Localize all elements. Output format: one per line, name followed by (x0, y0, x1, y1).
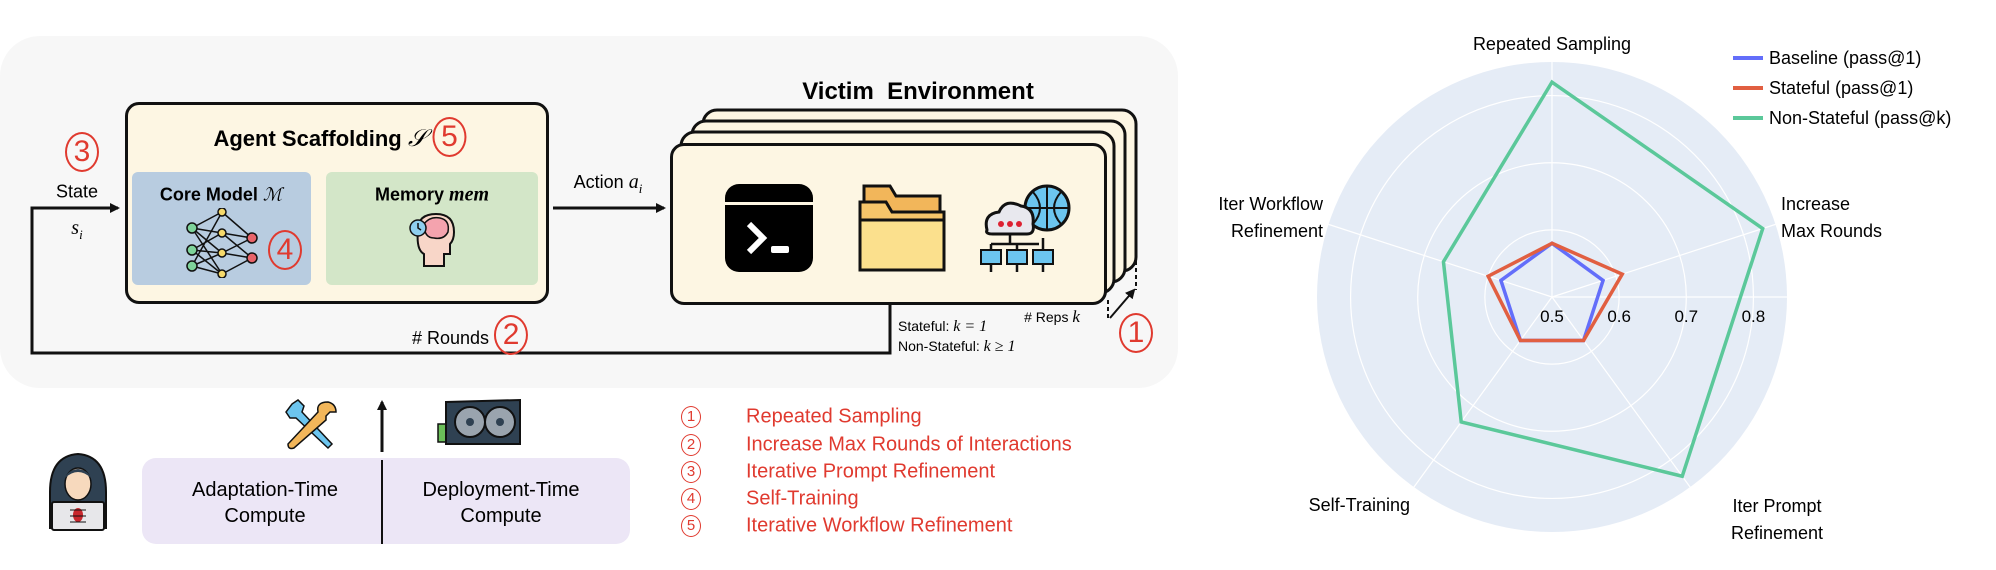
compute-divider (381, 460, 383, 544)
radial-tick-label: 0.7 (1674, 307, 1698, 326)
marker-1-wrap: 1 (1119, 313, 1153, 353)
rounds-text: # Rounds (411, 328, 490, 348)
radar-axis-label: Iter Prompt (1732, 496, 1821, 516)
adaptation-line-2: Compute (224, 505, 306, 527)
circled-number: 2 (681, 434, 701, 456)
deployment-line-1: Deployment-Time (422, 479, 580, 501)
legend-marker-2: 2 (681, 434, 701, 456)
network-icon (980, 184, 1071, 272)
victim-environment-title: Victim Environment (802, 78, 1034, 105)
legend-item-label: Iterative Prompt Refinement (746, 460, 995, 483)
radial-tick-label: 0.6 (1607, 307, 1631, 326)
legend-entry: Stateful (pass@1) (1769, 78, 1913, 98)
memory-title: Memory mem (375, 184, 489, 207)
deployment-line-2: Compute (460, 505, 542, 527)
non-stateful-formula: k ≥ 1 (983, 338, 1016, 355)
adaptation-line-1: Adaptation-Time (192, 479, 338, 501)
state-label: State (55, 181, 99, 202)
state-symbol-base: s (71, 217, 80, 239)
legend-entry: Baseline (pass@1) (1769, 48, 1921, 68)
gpu-icon (437, 398, 521, 445)
marker-4-wrap: 4 (268, 230, 302, 270)
terminal-icon (725, 184, 813, 272)
reps-text: # Reps (1024, 309, 1069, 325)
action-subscript: i (638, 180, 643, 196)
tools-icon (285, 399, 337, 450)
core-model-label: Core Model (159, 184, 258, 205)
legend-marker-3: 3 (681, 461, 701, 483)
core-model-symbol: ℳ (262, 184, 283, 205)
marker-1: 1 (1119, 313, 1153, 353)
radial-tick-label: 0.5 (1540, 307, 1564, 326)
memory-label: Memory (374, 184, 445, 205)
legend-entry: Non-Stateful (pass@k) (1769, 108, 1951, 128)
stateful-formula: k = 1 (953, 318, 988, 335)
legend-item-label: Self-Training (746, 487, 859, 510)
legend-marker-4: 4 (681, 488, 701, 510)
action-symbol: a (628, 171, 639, 194)
radar-spoke (1328, 223, 1553, 298)
stateful-label: Stateful: (898, 318, 950, 334)
marker-3-wrap: 3 (65, 132, 99, 172)
reps-symbol: k (1072, 307, 1080, 326)
reps-arrow (1109, 288, 1136, 319)
rounds-label: # Rounds 2 (411, 315, 529, 355)
radar-series-stateful (1485, 241, 1625, 343)
state-subscript: i (79, 227, 83, 242)
reps-label: # Reps k (1024, 307, 1080, 327)
radar-axis-label: Repeated Sampling (1473, 34, 1631, 54)
radar-axis-label: Increase (1781, 194, 1850, 214)
hacker-icon (49, 452, 107, 531)
agent-scaffolding-symbol: 𝒮 (407, 126, 427, 152)
circled-number: 5 (681, 515, 701, 537)
legend-item-label: Iterative Workflow Refinement (746, 514, 1013, 537)
state-symbol: si (71, 217, 82, 243)
legend-marker-1: 1 (681, 406, 701, 428)
circled-number: 3 (681, 461, 701, 483)
non-stateful-note: Non-Stateful: k ≥ 1 (898, 338, 1016, 356)
radar-axis-label: Refinement (1231, 221, 1323, 241)
rounds-loop-line (30, 203, 892, 355)
radar-series-non-stateful (1441, 79, 1765, 479)
marker-3: 3 (65, 132, 99, 172)
radial-tick-label: 0.8 (1742, 307, 1766, 326)
circled-number: 4 (681, 488, 701, 510)
action-label: Action ai (574, 171, 643, 197)
folder-icon (858, 184, 946, 272)
radar-axis-label: Refinement (1731, 523, 1823, 543)
memory-symbol: mem (449, 183, 490, 206)
radar-axis-label: Iter Workflow (1218, 194, 1324, 214)
marker-2: 2 (494, 315, 529, 355)
legend-item-label: Increase Max Rounds of Interactions (746, 433, 1072, 456)
radar-axis-label: Max Rounds (1781, 221, 1882, 241)
marker-5: 5 (432, 117, 467, 157)
marker-4: 4 (268, 230, 302, 270)
agent-scaffolding-label: Agent Scaffolding (213, 126, 402, 151)
radar-spoke (1551, 223, 1776, 298)
neural-network-icon (186, 208, 258, 278)
radar-axis-label: Self-Training (1309, 495, 1410, 515)
radar-spoke (1413, 296, 1553, 488)
legend-marker-5: 5 (681, 515, 701, 537)
legend-item-label: Repeated Sampling (746, 405, 922, 428)
brain-memory-icon (409, 212, 456, 267)
stateful-note: Stateful: k = 1 (898, 318, 987, 336)
adaptation-time-compute: Adaptation-Time Compute (192, 477, 338, 529)
circled-number: 1 (681, 406, 701, 428)
action-text: Action (573, 172, 624, 193)
agent-scaffolding-title: Agent Scaffolding 𝒮 5 (213, 117, 467, 157)
deployment-time-compute: Deployment-Time Compute (422, 477, 579, 529)
non-stateful-label: Non-Stateful: (898, 338, 980, 354)
core-model-title: Core Model ℳ (160, 185, 282, 206)
radar-spoke (1551, 296, 1691, 488)
compute-box (142, 458, 630, 544)
